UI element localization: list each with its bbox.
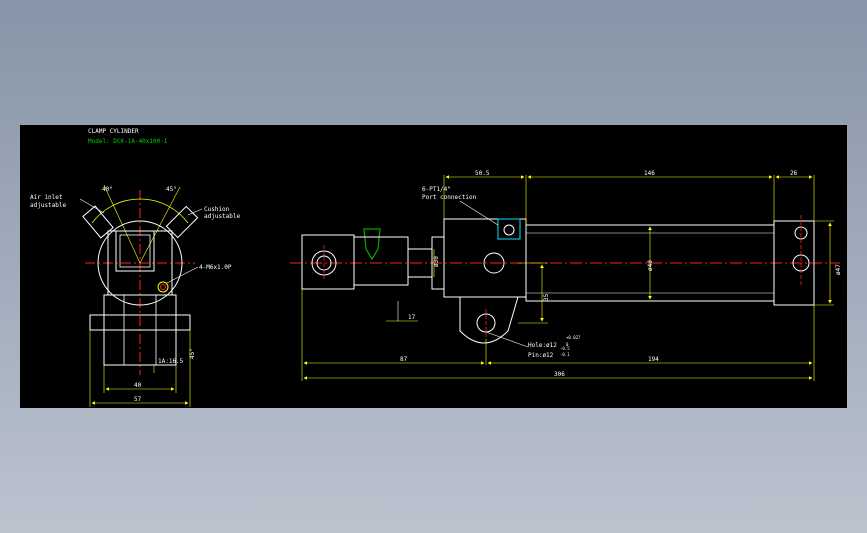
side-view: 6-PT1/4" Port connection 50.5 146 26 ø30… [290,170,842,381]
dim-306: 306 [554,371,565,378]
dim-1a: 1A:16.5 [158,358,184,365]
air-inlet-label-1: Air inlet [30,194,63,201]
dim-146: 146 [644,170,655,177]
cushion-label-2: adjustable [204,213,241,220]
rod-clevis [301,234,355,290]
dim-phi40: ø40 [647,260,654,271]
angle-right-label: 45° [166,186,177,193]
pin-label: Pin:ø12 [528,352,554,359]
dim-phi47: ø47 [835,264,842,275]
mount-hole-marker [157,281,169,293]
dim-57: 57 [134,396,142,403]
drawing-title: CLAMP CYLINDER [88,128,139,135]
dim-50-5: 50.5 [475,170,490,177]
port-label-1: 6-PT1/4" [422,186,451,193]
dim-40: 40 [134,382,142,389]
dim-26: 26 [790,170,798,177]
angle-left-label: 40° [102,186,113,193]
hole-tol-bottom: 0 [566,342,569,347]
pin-tol-top: -0.5 [560,346,570,351]
model-label: Model: DCK-1A-40x100-I [88,138,168,145]
end-view-outer-circle [97,220,183,306]
pin-tol-bottom: -0.1 [560,352,570,357]
dim-phi30: ø30 [433,256,440,267]
hole-tol-top: +0.027 [566,335,581,340]
dim-194: 194 [648,356,659,363]
air-inlet-label-2: adjustable [30,202,67,209]
dim-35: 35 [543,293,550,301]
hole-label: Hole:ø12 [528,342,557,349]
end-cap [773,220,815,306]
dim-87: 87 [400,356,408,363]
thread-callout: 4-M6x1.0P [199,264,232,271]
cad-drawing-viewport: CLAMP CYLINDER Model: DCK-1A-40x100-I 40… [20,125,847,408]
port-label-2: Port connection [422,194,477,201]
cad-drawing: CLAMP CYLINDER Model: DCK-1A-40x100-I 40… [30,128,842,407]
cushion-label-1: Cushion [204,206,230,213]
dim-45-deg: 45° [189,348,196,359]
end-view: 40° 45° Air inlet adjustable Cushion adj… [30,184,241,407]
dim-17: 17 [408,314,416,321]
